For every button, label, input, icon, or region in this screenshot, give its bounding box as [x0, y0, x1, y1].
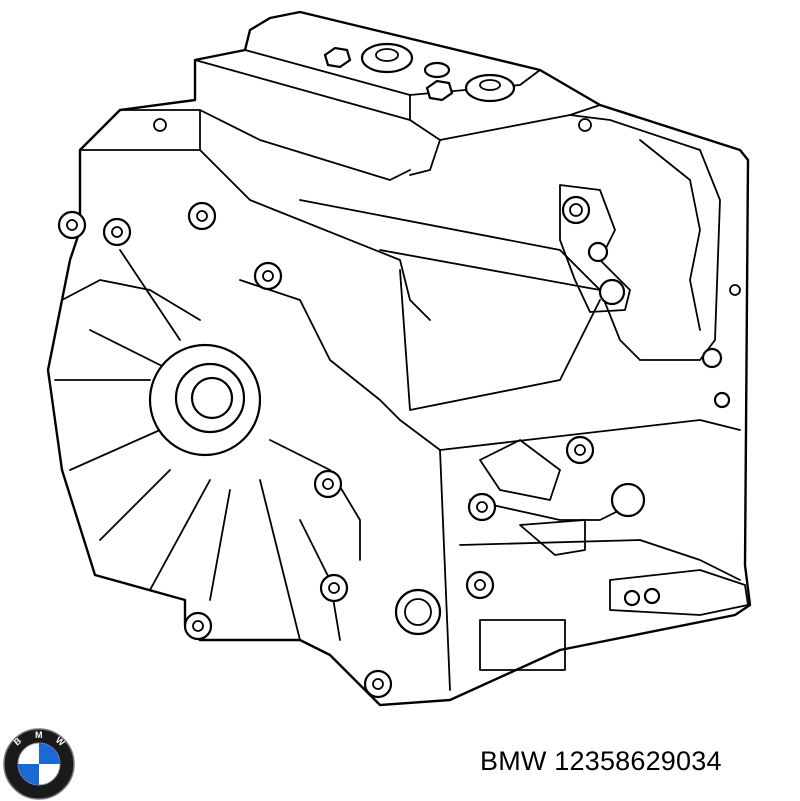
part-number: 12358629034 [554, 746, 722, 776]
bmw-logo-icon: B M W [3, 728, 75, 800]
part-caption: BMW 12358629034 [480, 746, 722, 777]
transmission-housing-illustration [46, 10, 752, 707]
svg-text:M: M [35, 730, 43, 740]
svg-text:B: B [12, 735, 24, 747]
brand-name: BMW [480, 746, 547, 776]
